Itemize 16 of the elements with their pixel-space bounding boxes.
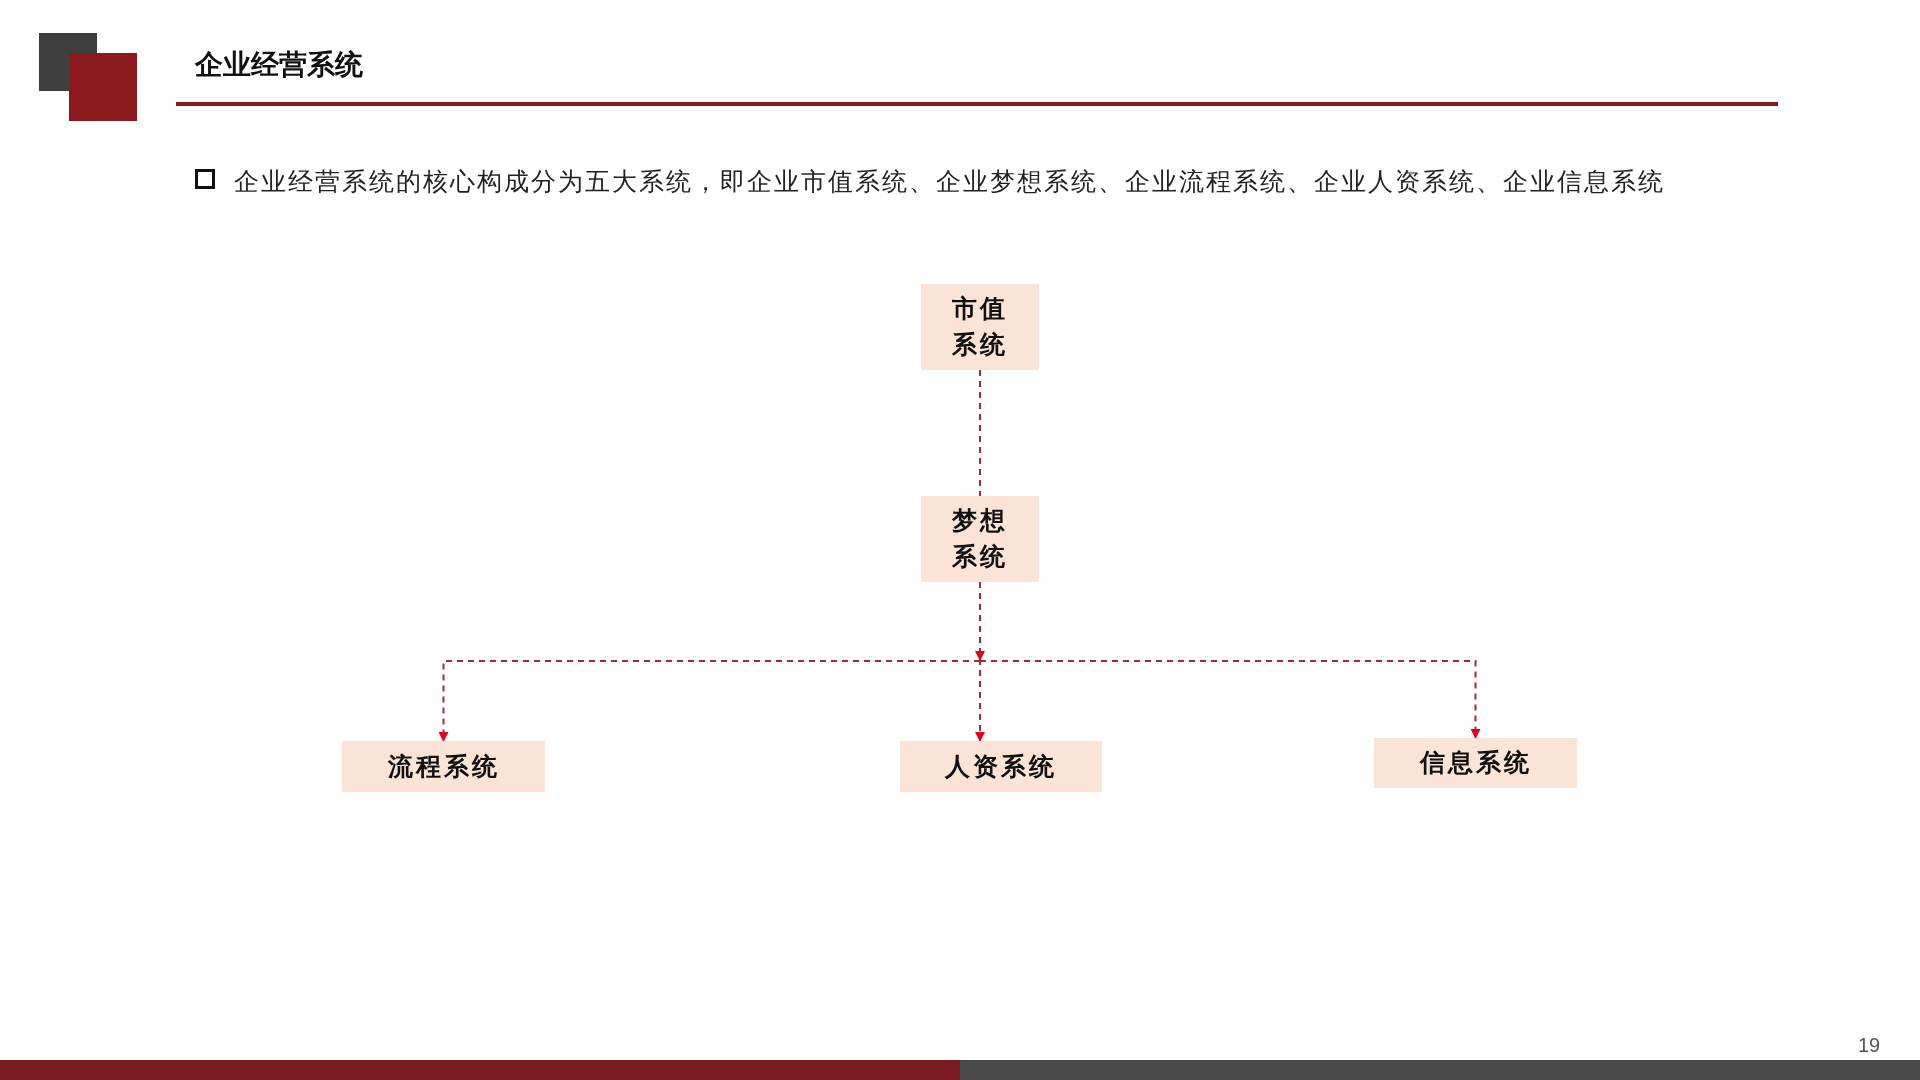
system-box <box>921 284 1039 370</box>
connector-arrow <box>975 581 985 661</box>
system-box <box>921 496 1039 582</box>
box-label: 人资系统 <box>945 750 1057 783</box>
bullet-text: 企业经营系统的核心构成分为五大系统，即企业市值系统、企业梦想系统、企业流程系统、企业人资系统、企业信息系统 <box>234 166 1666 198</box>
connector-arrow <box>979 660 1481 739</box>
box-label: 市值系统 <box>951 293 1009 361</box>
page-number: 19 <box>1858 1034 1881 1057</box>
box-label: 流程系统 <box>387 750 500 783</box>
system-box <box>342 741 545 792</box>
connector-arrow <box>438 660 981 742</box>
system-box <box>1374 738 1577 788</box>
system-box <box>900 741 1102 792</box>
box-label: 信息系统 <box>1419 747 1532 779</box>
slide-title: 企业经营系统 <box>195 47 363 83</box>
box-label: 梦想系统 <box>951 505 1009 573</box>
